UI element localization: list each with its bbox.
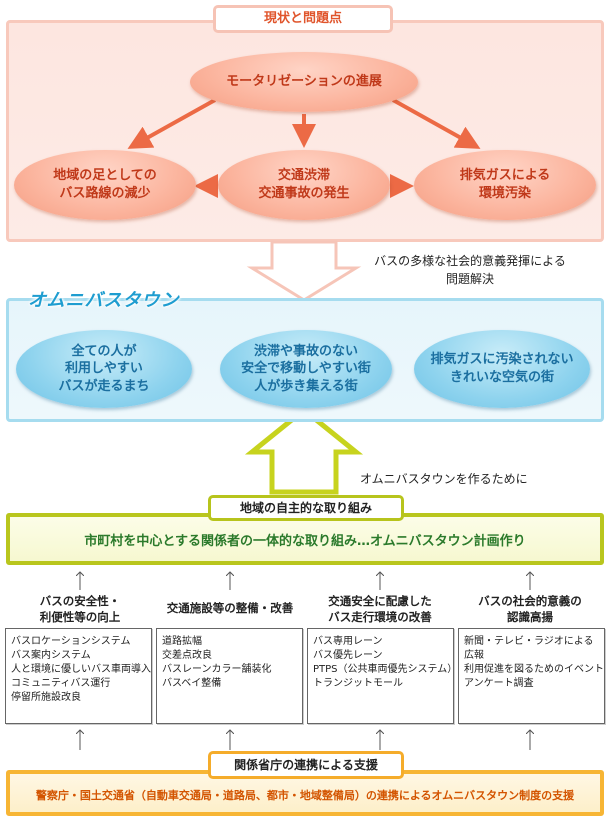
- category-2-head-line-1: 交通施設等の整備・改善: [166, 601, 294, 615]
- current-problems-title: 現状と問題点: [213, 5, 393, 33]
- category-2-item: バスベイ整備: [162, 678, 222, 689]
- exhaust-line-1: 排気ガスによる: [459, 168, 551, 184]
- category-3-head-line-2: バス走行環境の改善: [328, 609, 432, 624]
- category-3-item: バス優先レーン: [313, 650, 383, 661]
- category-1-head-line-2: 利便性等の向上: [39, 609, 121, 624]
- goal-1-line-1: 全ての人が: [71, 343, 137, 359]
- category-2-item: 交差点改良: [162, 650, 212, 661]
- category-4-item: 新聞・テレビ・ラジオによる: [464, 636, 594, 647]
- category-2-head: 交通施設等の整備・改善: [156, 601, 304, 617]
- accessible-bus-oval: 全ての人が利用しやすいバスが走るまち: [16, 330, 192, 408]
- category-3-head: 交通安全に配慮した バス走行環境の改善: [306, 594, 454, 625]
- clean-air-oval: 排気ガスに汚染されないきれいな空気の街: [414, 330, 590, 408]
- goal-2-line-2: 安全で移動しやすい街: [241, 361, 371, 377]
- exhaust-oval: 排気ガスによる環境汚染: [414, 150, 596, 220]
- traffic-oval: 交通渋滞交通事故の発生: [218, 150, 390, 220]
- bus-decline-line-1: 地域の足としての: [53, 168, 157, 184]
- goal-2-line-3: 人が歩き集える街: [254, 378, 358, 394]
- goal-2-line-1: 渋滞や事故のない: [253, 343, 358, 359]
- category-1-item: バス案内システム: [11, 650, 91, 661]
- goal-3-line-1: 排気ガスに汚染されない: [430, 352, 574, 368]
- motorization-label: モータリゼーションの進展: [226, 74, 382, 90]
- safe-city-oval: 渋滞や事故のない安全で移動しやすい街人が歩き集える街: [220, 330, 392, 408]
- category-2-box: 道路拡幅 交差点改良 バスレーンカラー舗装化 バスベイ整備: [156, 628, 303, 724]
- category-2-item: バスレーンカラー舗装化: [162, 664, 272, 675]
- create-up-arrow: [244, 406, 364, 495]
- category-3-item: バス専用レーン: [313, 636, 383, 647]
- hollow-arrows: [244, 240, 364, 495]
- solution-annotation-line-1: バスの多様な社会的意義発揮による: [374, 254, 566, 268]
- category-3-box: バス専用レーン バス優先レーン PTPS（公共車両優先システム） トランジットモ…: [307, 628, 458, 724]
- category-4-item: アンケート調査: [464, 678, 534, 689]
- motorization-oval: モータリゼーションの進展: [190, 52, 418, 112]
- category-4-box: 新聞・テレビ・ラジオによる 広報 利用促進を図るためのイベント アンケート調査: [458, 628, 605, 724]
- arrow-motor-to-gas: [392, 98, 481, 149]
- category-3-head-line-1: 交通安全に配慮した: [328, 594, 432, 608]
- traffic-line-2: 交通事故の発生: [258, 186, 350, 201]
- category-4-item: 広報: [464, 650, 484, 661]
- category-4-item: 利用促進を図るためのイベント: [464, 664, 604, 675]
- bus-decline-line-2: バス路線の減少: [59, 186, 151, 201]
- category-1-item: バスロケーションシステム: [11, 636, 131, 647]
- bus-decline-oval: 地域の足としてのバス路線の減少: [14, 150, 196, 220]
- category-4-head-line-1: バスの社会的意義の: [478, 594, 582, 608]
- ministry-support-title: 関係省庁の連携による支援: [208, 751, 404, 779]
- category-2-item: 道路拡幅: [162, 636, 202, 647]
- traffic-line-1: 交通渋滞: [277, 168, 330, 184]
- exhaust-line-2: 環境汚染: [478, 186, 531, 201]
- omnibus-town-title: オムニバスタウン: [28, 290, 180, 311]
- category-1-box: バスロケーションシステム バス案内システム 人と環境に優しいバス車両導入 コミュ…: [5, 628, 152, 724]
- goal-1-line-3: バスが走るまち: [58, 378, 150, 394]
- category-1-head-line-1: バスの安全性・: [39, 594, 121, 608]
- arrow-motor-to-bus: [127, 98, 216, 149]
- category-1-head: バスの安全性・ 利便性等の向上: [6, 594, 154, 625]
- local-initiative-text: 市町村を中心とする関係者の一体的な取り組み…オムニバスタウン計画作り: [84, 534, 526, 549]
- goal-3-line-2: きれいな空気の街: [449, 370, 554, 385]
- create-annotation: オムニバスタウンを作るために: [360, 472, 528, 486]
- goal-1-line-2: 利用しやすい: [65, 361, 143, 377]
- solution-annotation: バスの多様な社会的意義発揮による 問題解決: [345, 252, 595, 288]
- problem-arrows: [127, 98, 481, 198]
- category-1-item: 人と環境に優しいバス車両導入: [11, 664, 151, 675]
- solution-down-arrow: [246, 240, 362, 302]
- category-3-item: PTPS（公共車両優先システム）: [313, 664, 458, 675]
- ministry-support-text: 警察庁・国土交通省（自動車交通局・道路局、都市・地域整備局）の連携によるオムニバ…: [35, 789, 575, 802]
- category-1-item: コミュニティバス運行: [11, 678, 111, 689]
- category-4-head-line-2: 認識高揚: [507, 609, 553, 624]
- local-initiative-title: 地域の自主的な取り組み: [208, 495, 404, 521]
- category-3-item: トランジットモール: [313, 678, 403, 689]
- category-4-head: バスの社会的意義の 認識高揚: [456, 594, 604, 625]
- solution-annotation-line-2: 問題解決: [445, 272, 494, 286]
- category-1-item: 停留所施設改良: [11, 692, 81, 703]
